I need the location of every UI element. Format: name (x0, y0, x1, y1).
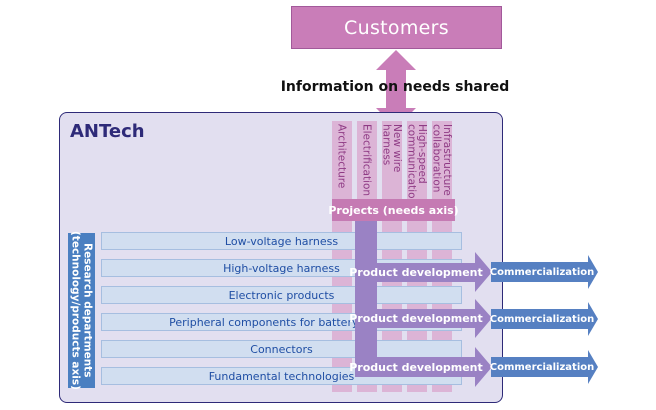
product-development-arrow-3 (355, 347, 492, 387)
commercialization-arrow-3 (491, 350, 598, 384)
projects-axis-label: Projects (needs axis) (328, 203, 459, 217)
research-departments-bar (68, 233, 95, 388)
research-departments-label-wrap: Research departments (technology/product… (68, 231, 95, 390)
project-label-electrification: Electrification (360, 124, 373, 197)
info-shared-label: Information on needs shared (280, 79, 510, 95)
projects-axis-bar: Projects (needs axis) (328, 199, 459, 221)
commercialization-arrow-2 (491, 302, 598, 336)
commercialization-label-3: Commercialization (489, 361, 595, 373)
customers-box: Customers (291, 6, 502, 49)
product-development-label-1: Product development (349, 265, 483, 279)
project-label-infrastructure-collaboration: Infrastructure collaboration (430, 124, 454, 196)
product-development-arrow-1 (355, 252, 492, 292)
needs-exchange-arrow (376, 50, 416, 128)
project-label-architecture: Architecture (335, 124, 348, 189)
projects-to-development-connector (355, 221, 377, 377)
company-name: ANTech (70, 121, 145, 142)
commercialization-label-2: Commercialization (489, 313, 595, 325)
project-label-new-wire-harness: New wire harness (380, 124, 404, 173)
commercialization-arrow-1 (491, 255, 598, 289)
product-development-label-2: Product development (349, 311, 483, 325)
project-label-high-speed-communication: High-speed communication (405, 124, 429, 206)
commercialization-label-1: Commercialization (489, 266, 595, 278)
research-departments-label: Research departments (technology/product… (69, 231, 94, 390)
product-development-label-3: Product development (349, 360, 483, 374)
product-development-arrow-2 (355, 299, 492, 338)
customers-label: Customers (344, 16, 449, 39)
